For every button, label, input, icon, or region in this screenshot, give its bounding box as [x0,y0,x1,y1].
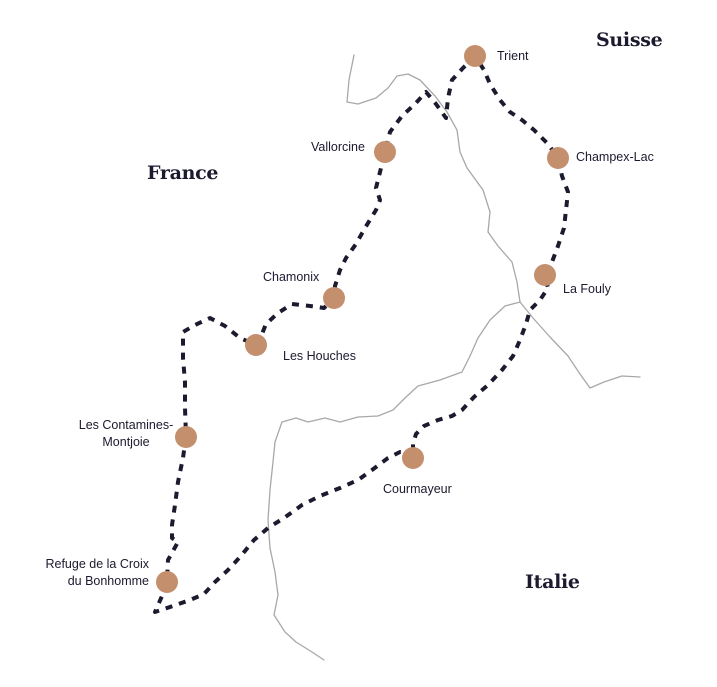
stage-label-croix-du-bonhomme: Refuge de la Croix du Bonhomme [36,556,149,590]
stage-label-croix-du-bonhomme-line1: Refuge de la Croix [45,557,149,571]
country-label-italie: Italie [525,571,580,593]
stage-marker-les-contamines [175,426,197,448]
border-france-suisse [346,54,641,389]
border-france-italie [267,301,521,661]
stage-marker-trient [464,45,486,67]
stage-marker-croix-du-bonhomme [156,571,178,593]
stage-marker-champex-lac [547,147,569,169]
stage-label-les-contamines-line2: Montjoie [102,435,150,449]
stage-marker-chamonix [323,287,345,309]
stage-label-chamonix: Chamonix [263,270,320,284]
stage-marker-vallorcine [374,141,396,163]
stage-marker-les-houches [245,334,267,356]
stage-label-champex-lac: Champex-Lac [576,150,654,164]
stage-marker-courmayeur [402,447,424,469]
stage-label-les-contamines-line1: Les Contamines- [78,418,174,432]
stage-label-les-houches: Les Houches [283,349,356,363]
stage-label-la-fouly: La Fouly [563,282,611,296]
country-borders [267,54,641,661]
stage-label-les-contamines: Les Contamines- Montjoie [66,417,186,451]
stage-marker-la-fouly [534,264,556,286]
stage-label-vallorcine: Vallorcine [311,140,365,154]
stage-label-croix-du-bonhomme-line2: du Bonhomme [67,574,149,588]
country-label-suisse: Suisse [596,29,663,51]
country-label-france: France [147,162,219,184]
stage-label-courmayeur: Courmayeur [383,482,452,496]
stage-markers [156,45,569,593]
trail-route [153,54,570,614]
stage-label-trient: Trient [497,49,529,63]
